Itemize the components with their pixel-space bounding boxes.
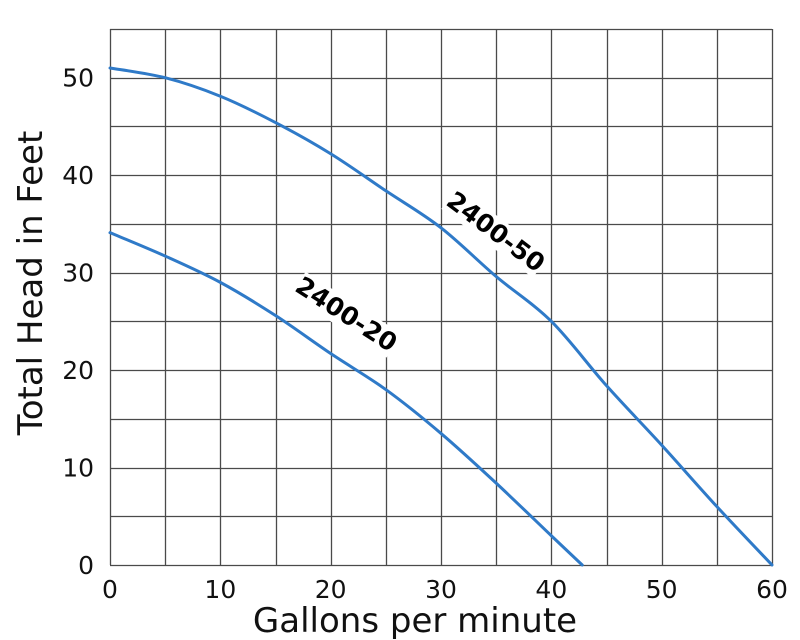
chart-curves: [108, 66, 774, 567]
curve-2400-50: [108, 66, 774, 567]
y-tick-label: 30: [62, 259, 94, 288]
y-tick-label: 10: [62, 454, 94, 483]
curve-2400-20: [108, 231, 584, 567]
curve-label-2400-20: 2400-20: [290, 271, 402, 358]
y-tick-label: 0: [78, 551, 94, 580]
svg-text:2400-20: 2400-20: [290, 271, 402, 358]
y-axis-ticks: 0 10 20 30 40 50: [62, 64, 94, 580]
curve-label-2400-50: 2400-50: [441, 186, 550, 278]
x-axis-title: Gallons per minute: [253, 601, 577, 640]
y-axis-title: Total Head in Feet: [11, 131, 51, 437]
y-tick-label: 40: [62, 161, 94, 190]
x-tick-label: 50: [646, 575, 678, 604]
y-tick-label: 50: [62, 64, 94, 93]
svg-text:2400-50: 2400-50: [441, 186, 550, 278]
x-tick-label: 30: [425, 575, 457, 604]
x-axis-ticks: 0 10 20 30 40 50 60: [102, 575, 788, 604]
x-tick-label: 40: [535, 575, 567, 604]
y-tick-label: 20: [62, 356, 94, 385]
chart-grid: [109, 28, 774, 567]
x-tick-label: 20: [315, 575, 347, 604]
x-tick-label: 10: [204, 575, 236, 604]
x-tick-label: 60: [756, 575, 788, 604]
x-tick-label: 0: [102, 575, 118, 604]
